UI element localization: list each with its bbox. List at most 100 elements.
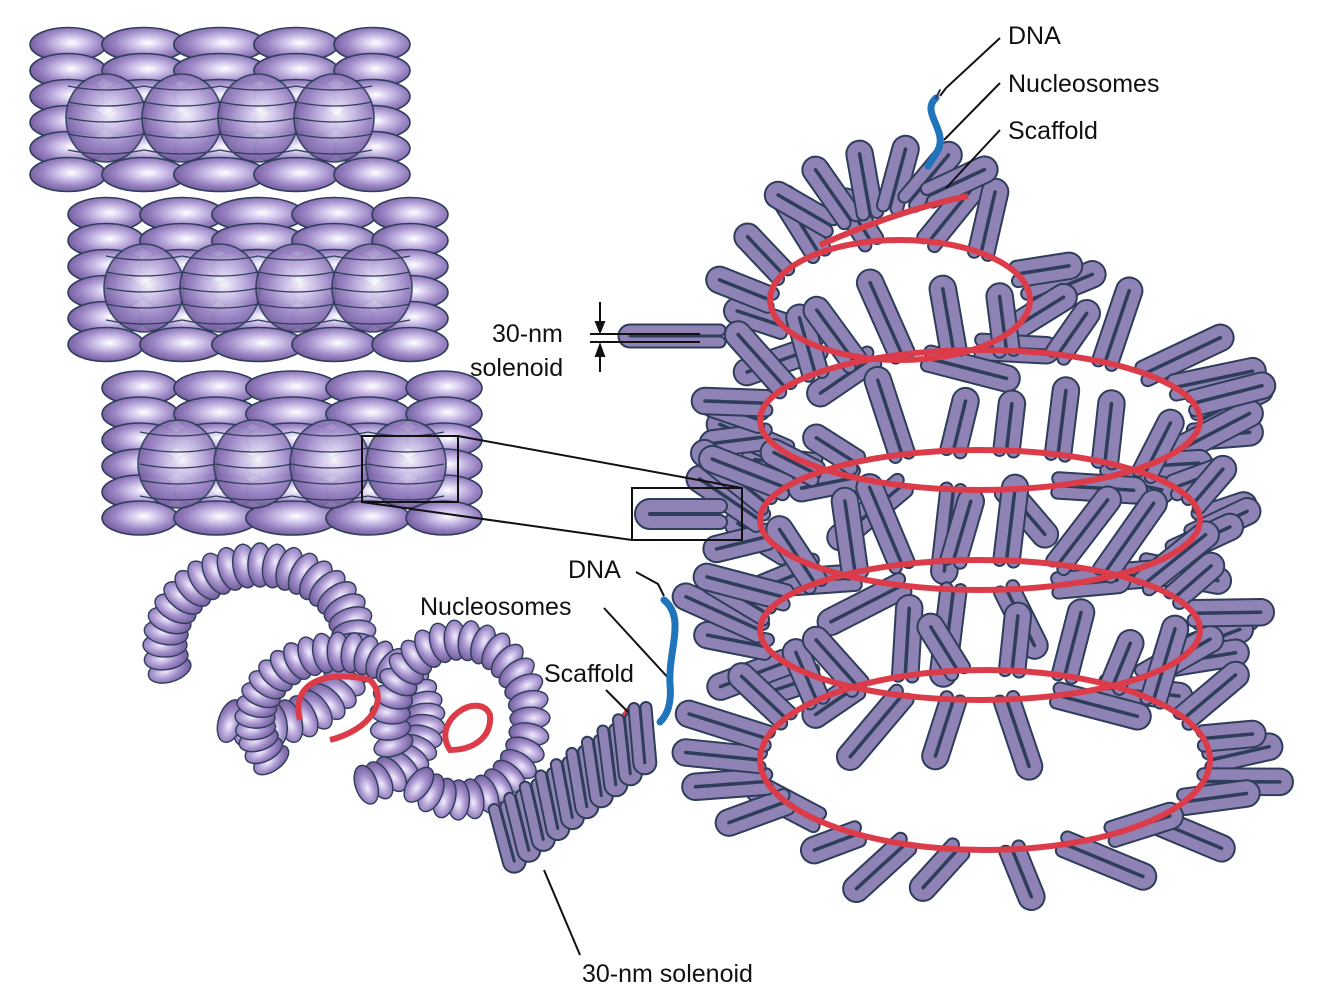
disc-seam (67, 101, 145, 107)
dna-strands (656, 89, 944, 726)
leader-lines (543, 37, 1001, 956)
loop-fiber (802, 822, 865, 863)
dna-end-top (935, 89, 941, 99)
loop-fiber (598, 724, 627, 796)
loop-fiber (725, 322, 796, 398)
loop-fiber (692, 388, 772, 416)
disc-seam (67, 149, 145, 155)
loop-fiber (847, 141, 883, 220)
loop-fiber (735, 224, 794, 285)
disc-seam (333, 287, 411, 293)
disc-seam (291, 479, 369, 485)
nucleosome-disc (211, 326, 306, 363)
nucleosome-disc (371, 326, 449, 363)
disc-seam (139, 431, 217, 437)
label-top-dna: DNA (1008, 22, 1061, 50)
loop-fiber (968, 179, 1008, 260)
loop-fiber (613, 713, 641, 785)
disc-seam (105, 255, 183, 261)
label-mid-scaffold: Scaffold (544, 660, 634, 688)
disc-seam (219, 117, 297, 123)
scaffold-tail (818, 193, 969, 248)
disc-seam (219, 101, 297, 107)
loop-fiber (932, 483, 966, 584)
loop-fiber (1008, 284, 1076, 338)
loop-fiber (999, 603, 1031, 677)
loop-fiber (803, 157, 861, 229)
nucleosome-disc (67, 326, 145, 363)
loop-fiber (783, 640, 829, 709)
zoom-indicator (361, 435, 743, 541)
disc-seam (139, 479, 217, 485)
disc-seam (333, 319, 411, 325)
disc-seam (143, 117, 221, 123)
loop-fiber (536, 768, 569, 839)
loop-fiber (1056, 832, 1156, 889)
loop-fiber (1135, 626, 1223, 688)
loop-fiber (804, 297, 866, 372)
loop-fiber (1092, 391, 1124, 469)
loop-fiber (1101, 631, 1143, 694)
loop-fiber (1141, 616, 1188, 708)
disc-seam (67, 117, 145, 123)
looped-fiber (617, 134, 1294, 911)
coil-scaffold-2 (442, 702, 494, 754)
loop-fiber (865, 367, 914, 462)
label-solenoid-line2: solenoid (470, 354, 564, 382)
loop-fiber (995, 479, 1058, 547)
solenoid-coil (142, 542, 658, 874)
nucleosome-column (29, 26, 483, 536)
loop-fiber (1174, 662, 1248, 729)
loop-fiber (708, 650, 793, 699)
scaffold-rings (757, 193, 1213, 853)
loop-fiber (1135, 522, 1218, 595)
leader-top-scaffold (945, 129, 1001, 189)
loop-fiber (567, 746, 598, 818)
loop-fiber (941, 489, 983, 568)
disc-seam (333, 271, 411, 277)
loop-fiber (1197, 721, 1265, 751)
scaffold-ring (757, 667, 1213, 853)
disc-seam (215, 447, 293, 453)
loop-fiber (1047, 301, 1099, 364)
loop-fiber (551, 757, 583, 829)
loop-fiber (837, 685, 913, 769)
loop-fiber (892, 596, 922, 682)
disc-seam (181, 303, 259, 309)
disc-seam (257, 303, 335, 309)
disc-seam (143, 149, 221, 155)
loop-fiber (1136, 325, 1233, 386)
disc-seam (219, 85, 297, 91)
disc-seam (215, 431, 293, 437)
loop-fiber (1052, 473, 1146, 503)
loop-fiber (803, 627, 868, 696)
nucleosome-disc (173, 156, 268, 193)
loop-fiber (910, 839, 969, 900)
disc-seam (295, 101, 373, 107)
loop-fiber (1047, 487, 1120, 575)
disc-seam (367, 495, 445, 501)
leader-top-dna (939, 37, 1001, 97)
zoom-line-bottom (361, 501, 633, 541)
leader-mid-scaffold (605, 689, 629, 713)
loop-fiber (923, 692, 966, 769)
loop-fiber (877, 136, 918, 215)
disc-seam (295, 85, 373, 91)
leader-bottom-solenoid (543, 869, 581, 956)
disc-seam (215, 463, 293, 469)
disc-seam (257, 271, 335, 277)
solenoid-arrowhead-bottom (594, 342, 606, 357)
loop-fiber (1188, 599, 1273, 626)
disc-seam (215, 479, 293, 485)
disc-seam (295, 133, 373, 139)
disc-seam (181, 271, 259, 277)
disc-seam (139, 447, 217, 453)
disc-seam (105, 271, 183, 277)
loop-fiber (1093, 278, 1142, 370)
disc-seam (215, 495, 293, 501)
disc-seam (367, 447, 445, 453)
loop-fiber (930, 276, 966, 357)
loop-fiber (1098, 675, 1192, 709)
rosette-tier (101, 370, 483, 536)
